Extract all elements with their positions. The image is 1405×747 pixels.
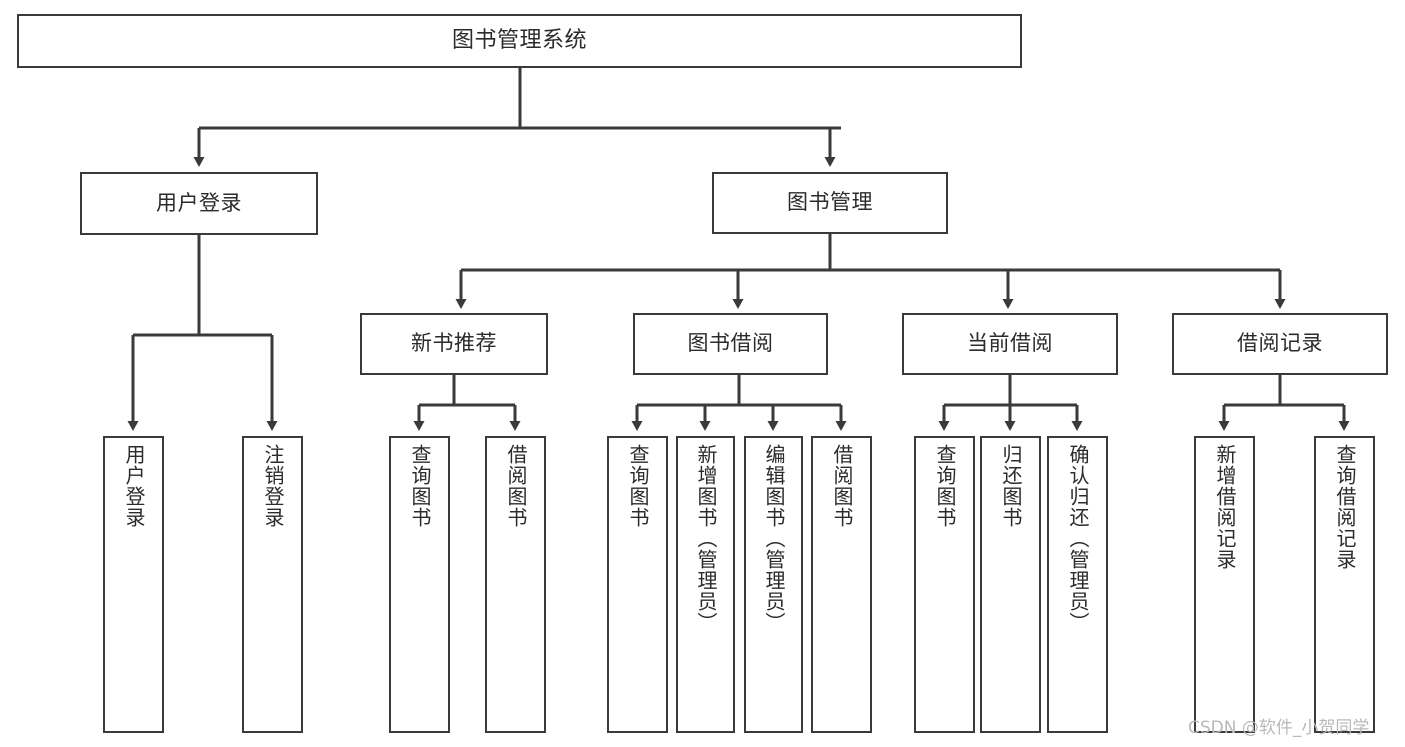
node-new-book-rec[interactable]: 新书推荐 (360, 313, 548, 375)
node-leaf-query-book-2-label: 查询图书 (626, 444, 650, 528)
node-leaf-edit-book[interactable]: 编辑图书（管理员） (744, 436, 803, 733)
node-leaf-borrow-book-2-label: 借阅图书 (830, 444, 854, 528)
watermark: CSDN @软件_小贺同学 (1188, 718, 1370, 738)
node-leaf-borrow-book-1-label: 借阅图书 (504, 444, 528, 528)
node-current-borrow-label: 当前借阅 (967, 331, 1053, 356)
node-leaf-query-book-1[interactable]: 查询图书 (389, 436, 450, 733)
node-leaf-confirm-return-label: 确认归还（管理员） (1066, 444, 1090, 633)
node-leaf-query-book-2[interactable]: 查询图书 (607, 436, 668, 733)
node-leaf-return-book-label: 归还图书 (999, 444, 1023, 528)
node-leaf-query-record[interactable]: 查询借阅记录 (1314, 436, 1375, 733)
node-user-login[interactable]: 用户登录 (80, 172, 318, 235)
node-book-manage[interactable]: 图书管理 (712, 172, 948, 234)
node-leaf-add-record-label: 新增借阅记录 (1213, 444, 1237, 570)
node-borrow-record-label: 借阅记录 (1237, 331, 1323, 356)
node-leaf-user-logout-label: 注销登录 (261, 444, 285, 528)
node-leaf-return-book[interactable]: 归还图书 (980, 436, 1041, 733)
node-leaf-add-book[interactable]: 新增图书（管理员） (676, 436, 735, 733)
node-book-borrow-label: 图书借阅 (687, 331, 774, 356)
node-leaf-borrow-book-1[interactable]: 借阅图书 (485, 436, 546, 733)
node-leaf-add-record[interactable]: 新增借阅记录 (1194, 436, 1255, 733)
node-leaf-user-logout[interactable]: 注销登录 (242, 436, 303, 733)
node-leaf-query-book-1-label: 查询图书 (408, 444, 432, 528)
node-root-label: 图书管理系统 (451, 27, 587, 53)
node-new-book-rec-label: 新书推荐 (411, 331, 497, 356)
node-leaf-user-login-label: 用户登录 (122, 444, 146, 528)
node-leaf-borrow-book-2[interactable]: 借阅图书 (811, 436, 872, 733)
node-book-manage-label: 图书管理 (787, 190, 873, 215)
node-leaf-confirm-return[interactable]: 确认归还（管理员） (1047, 436, 1108, 733)
node-leaf-add-book-label: 新增图书（管理员） (694, 444, 718, 633)
node-leaf-query-record-label: 查询借阅记录 (1333, 444, 1357, 570)
node-leaf-query-book-3[interactable]: 查询图书 (914, 436, 975, 733)
node-leaf-user-login[interactable]: 用户登录 (103, 436, 164, 733)
node-book-borrow[interactable]: 图书借阅 (633, 313, 828, 375)
node-user-login-label: 用户登录 (156, 190, 242, 215)
node-borrow-record[interactable]: 借阅记录 (1172, 313, 1388, 375)
node-leaf-query-book-3-label: 查询图书 (933, 444, 957, 528)
node-leaf-edit-book-label: 编辑图书（管理员） (762, 444, 786, 633)
node-root[interactable]: 图书管理系统 (17, 14, 1022, 68)
node-current-borrow[interactable]: 当前借阅 (902, 313, 1118, 375)
